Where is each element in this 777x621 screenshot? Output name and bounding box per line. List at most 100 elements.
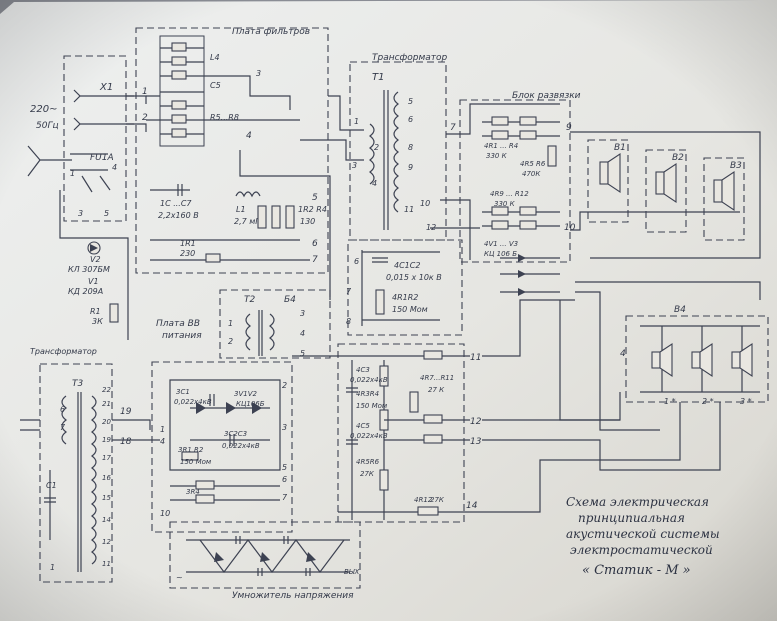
r7-value: 27 К xyxy=(428,386,445,394)
t3-pin7: 7 xyxy=(60,423,66,432)
r12-value: 27К xyxy=(430,496,445,504)
b2-label: B2 xyxy=(672,153,684,163)
hv-v-label: 3V1V2 xyxy=(234,390,257,398)
v2-label: V2 xyxy=(90,255,101,264)
decoupling-block: Блок развязки 4R1 ... R4 330 К 4R5 R6 47… xyxy=(459,91,581,296)
node-5-label-a: 5 xyxy=(312,193,318,203)
hv-c1-label: 3С1 xyxy=(176,388,190,396)
l1-label: L1 xyxy=(236,205,246,214)
hv-pin3: 3 xyxy=(282,423,287,432)
filter-r1-label: 1R1 xyxy=(180,239,196,248)
t3-pin19: 19 xyxy=(102,436,111,444)
filter-r1 xyxy=(205,253,221,263)
c5-label: 4C5 xyxy=(356,422,370,430)
t2-pin4: 4 xyxy=(300,329,305,338)
x1-pin3: 3 xyxy=(78,209,83,218)
central-rc-chain: 4C3 0,022х4кВ 4R3R4 150 Мом 4C5 0,022х4к… xyxy=(292,343,470,523)
speaker-b2: B2 xyxy=(645,149,687,233)
hv-c1-value: 0,022x4кВ xyxy=(174,398,212,406)
node-9-label: 9 xyxy=(566,123,572,133)
t3-label: T3 xyxy=(72,379,83,389)
multiplier-in-label: ~ xyxy=(176,573,183,582)
decoupling-v-value: КЦ 106 Б xyxy=(484,250,517,258)
mains-frequency-label: 50Гц xyxy=(36,121,59,131)
decoupling-r-label-2: 4R9 ... R12 xyxy=(490,190,529,198)
r7-label: 4R7...R11 xyxy=(420,374,454,382)
t2-pin5: 5 xyxy=(300,349,305,358)
decoupling-r-value-2: 330 К xyxy=(494,200,516,208)
power-indicator: V2 КЛ 307БМ V1 КД 209А R1 3К xyxy=(68,241,119,326)
t3-pin11: 11 xyxy=(102,560,111,568)
t1-pin10: 10 xyxy=(420,199,430,208)
hv-pin2: 2 xyxy=(282,381,287,390)
b1-label: B1 xyxy=(614,143,626,153)
t1-label: T1 xyxy=(372,72,384,83)
r1r2-label: 4R1R2 xyxy=(392,293,418,302)
t1-pin1: 1 xyxy=(354,117,359,126)
mains-voltage-label: 220~ xyxy=(30,104,57,115)
hv-block-pin6: 6 xyxy=(354,257,359,266)
node-19-label: 19 xyxy=(120,407,132,417)
hv-v-value: КЦ106Б xyxy=(236,400,265,408)
t3-pin22: 22 xyxy=(102,386,111,394)
t1-pin2: 2 xyxy=(374,143,379,152)
x1-pin5: 5 xyxy=(104,209,109,218)
v2-part: КЛ 307БМ xyxy=(68,265,110,274)
r12-node-14: 4R12 27К 14 xyxy=(338,496,480,516)
hv-capacitor-block: 4С1С2 0,015 x 10к В 4R1R2 150 Мом 6 7 8 xyxy=(346,239,463,336)
t3-pin14: 14 xyxy=(102,516,111,524)
filter-board: Плата фильтров L4 C5 R5...R8 3 1C ...C7 … xyxy=(135,27,329,274)
l1-value: 2,7 мГ xyxy=(234,217,260,226)
decoupling-r5-label: 4R5 R6 xyxy=(520,160,546,168)
title-line-3: акустической системы xyxy=(566,527,720,541)
t1-pin5: 5 xyxy=(408,97,413,106)
wire-node-12-13 xyxy=(482,402,721,471)
title-line-2: принципиальная xyxy=(578,511,685,525)
v1-part: КД 209А xyxy=(68,287,103,296)
hv-pin5: 5 xyxy=(282,463,287,472)
t3-pin16: 16 xyxy=(102,474,111,482)
hv-block-pin7: 7 xyxy=(346,287,352,296)
node-10-label: 10 xyxy=(564,223,576,233)
speaker-bus-bottom xyxy=(575,281,761,300)
hv-pin4: 4 xyxy=(160,437,165,446)
decoupling-label: Блок развязки xyxy=(512,91,581,101)
c3-value: 0,022х4кВ xyxy=(350,376,388,384)
speaker-bus-top xyxy=(570,131,761,259)
decoupling-v-label: 4V1 ... V3 xyxy=(484,240,518,248)
decoupling-r5-value: 470К xyxy=(522,170,541,178)
t2-pin2: 2 xyxy=(228,337,233,346)
hv-block-pin8: 8 xyxy=(346,317,351,326)
b4-pin1: 1 * xyxy=(664,397,676,406)
speaker-b3: B3 xyxy=(703,157,745,241)
node-11-label: 11 xyxy=(470,353,481,363)
hv-pin7: 7 xyxy=(282,493,288,502)
filter-r-value: 130 xyxy=(300,217,315,226)
decoupling-r-label-1: 4R1 ... R4 xyxy=(484,142,518,150)
hv-r3-label: 3R4 xyxy=(186,488,200,496)
node-6-label-a: 6 xyxy=(312,239,318,249)
hv-r-value: 150 Мом xyxy=(180,458,212,466)
multiplier-out-label: ВЫХ xyxy=(344,568,360,576)
t3-pin1: 1 xyxy=(50,563,55,572)
node-1-label-a: 1 xyxy=(142,87,148,97)
filter-resistor-2 xyxy=(271,205,281,229)
r1r2-resistor xyxy=(375,289,385,315)
hv-board-label-1: Плата ВВ xyxy=(156,319,200,329)
c7-value: 2,2х160 В xyxy=(158,211,199,220)
filter-label-r5: R5...R8 xyxy=(210,113,239,122)
transformer-t2: T2 Б4 1 2 3 4 5 xyxy=(219,289,331,359)
t1-pin6: 6 xyxy=(408,115,413,124)
filter-label-c5: C5 xyxy=(210,81,221,90)
filter-resistor-1 xyxy=(257,205,267,229)
x1-connector: X1 FU1А 3 5 4 1 xyxy=(63,55,134,222)
t2-pin3: 3 xyxy=(300,309,305,318)
title-line-1: Схема электрическая xyxy=(566,495,709,509)
filter-capacitor-bank xyxy=(159,35,205,147)
t3-pin15: 15 xyxy=(102,494,111,502)
l1-inductor xyxy=(235,191,261,198)
b4-pin4: 4 xyxy=(620,349,626,359)
hv-c2-label: 3С2С3 xyxy=(224,430,247,438)
